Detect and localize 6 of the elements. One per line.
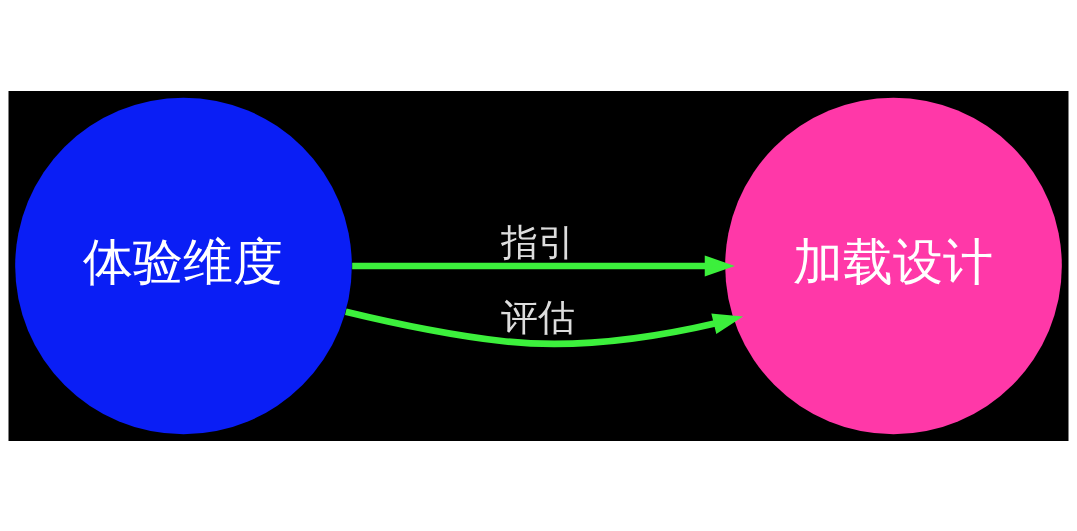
edge-label: 指引: [501, 220, 576, 264]
node-circle: 加载设计: [725, 97, 1062, 434]
arrow: [345, 307, 744, 347]
arrow: [352, 254, 735, 277]
node-circle: 体验维度: [15, 97, 352, 434]
edge-label: 评估: [501, 295, 576, 339]
